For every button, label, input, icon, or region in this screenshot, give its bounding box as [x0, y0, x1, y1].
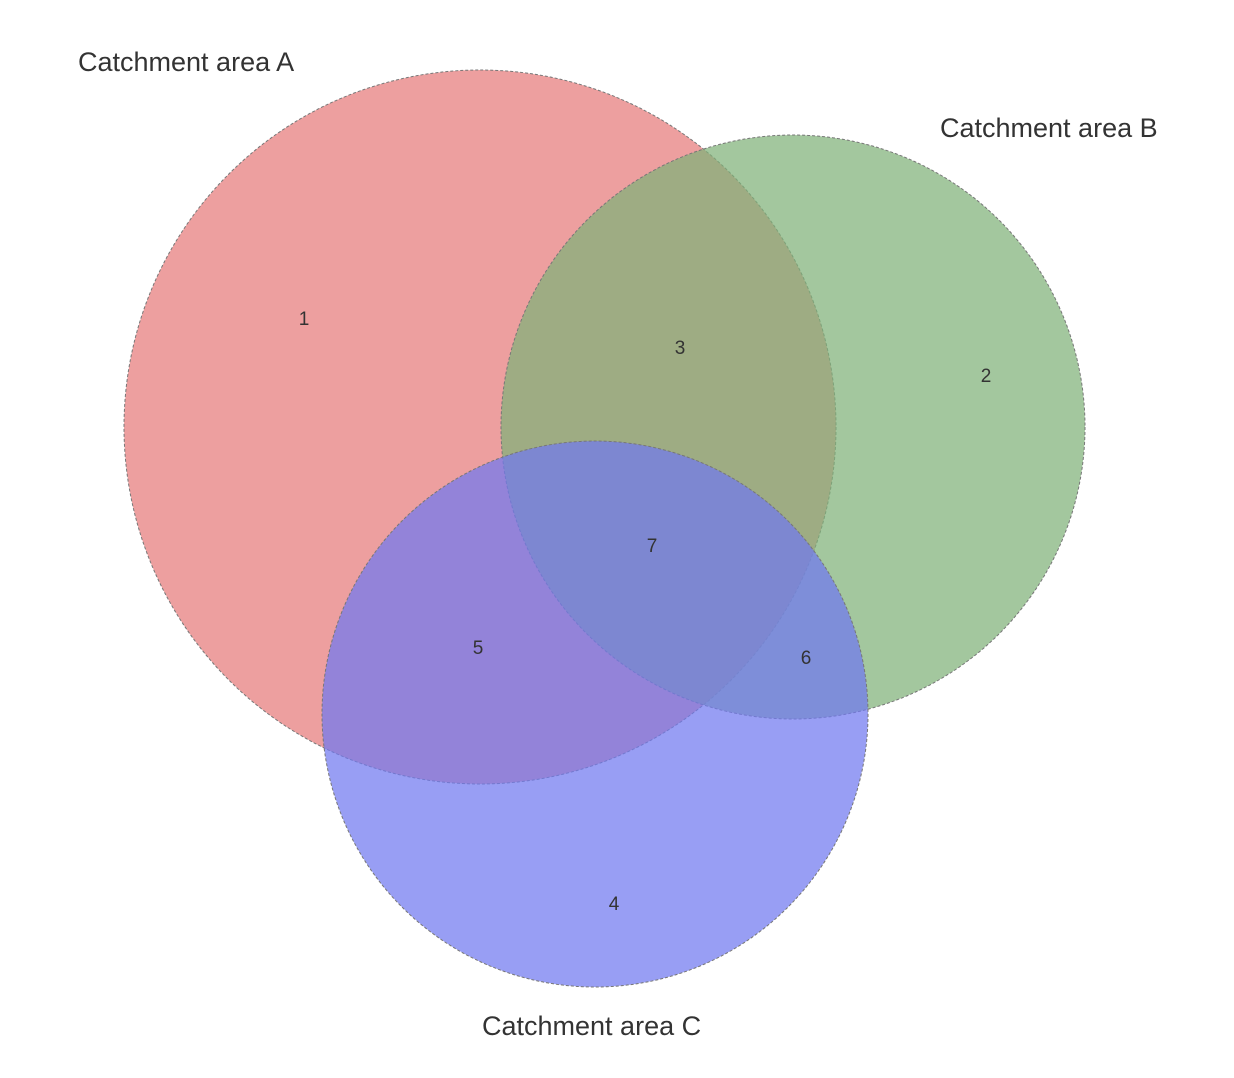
region-label-a-only: 1: [299, 309, 310, 330]
region-label-b-c: 6: [801, 648, 812, 669]
region-label-a-c: 5: [473, 638, 484, 659]
region-label-a-b: 3: [675, 338, 686, 359]
set-label-c: Catchment area C: [482, 1011, 701, 1041]
set-labels: Catchment area A Catchment area B Catchm…: [78, 47, 1158, 1041]
region-label-c-only: 4: [609, 894, 620, 915]
region-label-b-only: 2: [981, 366, 992, 387]
set-label-b: Catchment area B: [940, 113, 1158, 143]
region-label-a-b-c: 7: [647, 536, 658, 557]
circle-catchment-area-c: [321, 440, 869, 988]
region-labels: 1 2 3 4 5 6 7: [299, 309, 992, 915]
set-circles: [123, 69, 1086, 988]
set-label-a: Catchment area A: [78, 47, 294, 77]
